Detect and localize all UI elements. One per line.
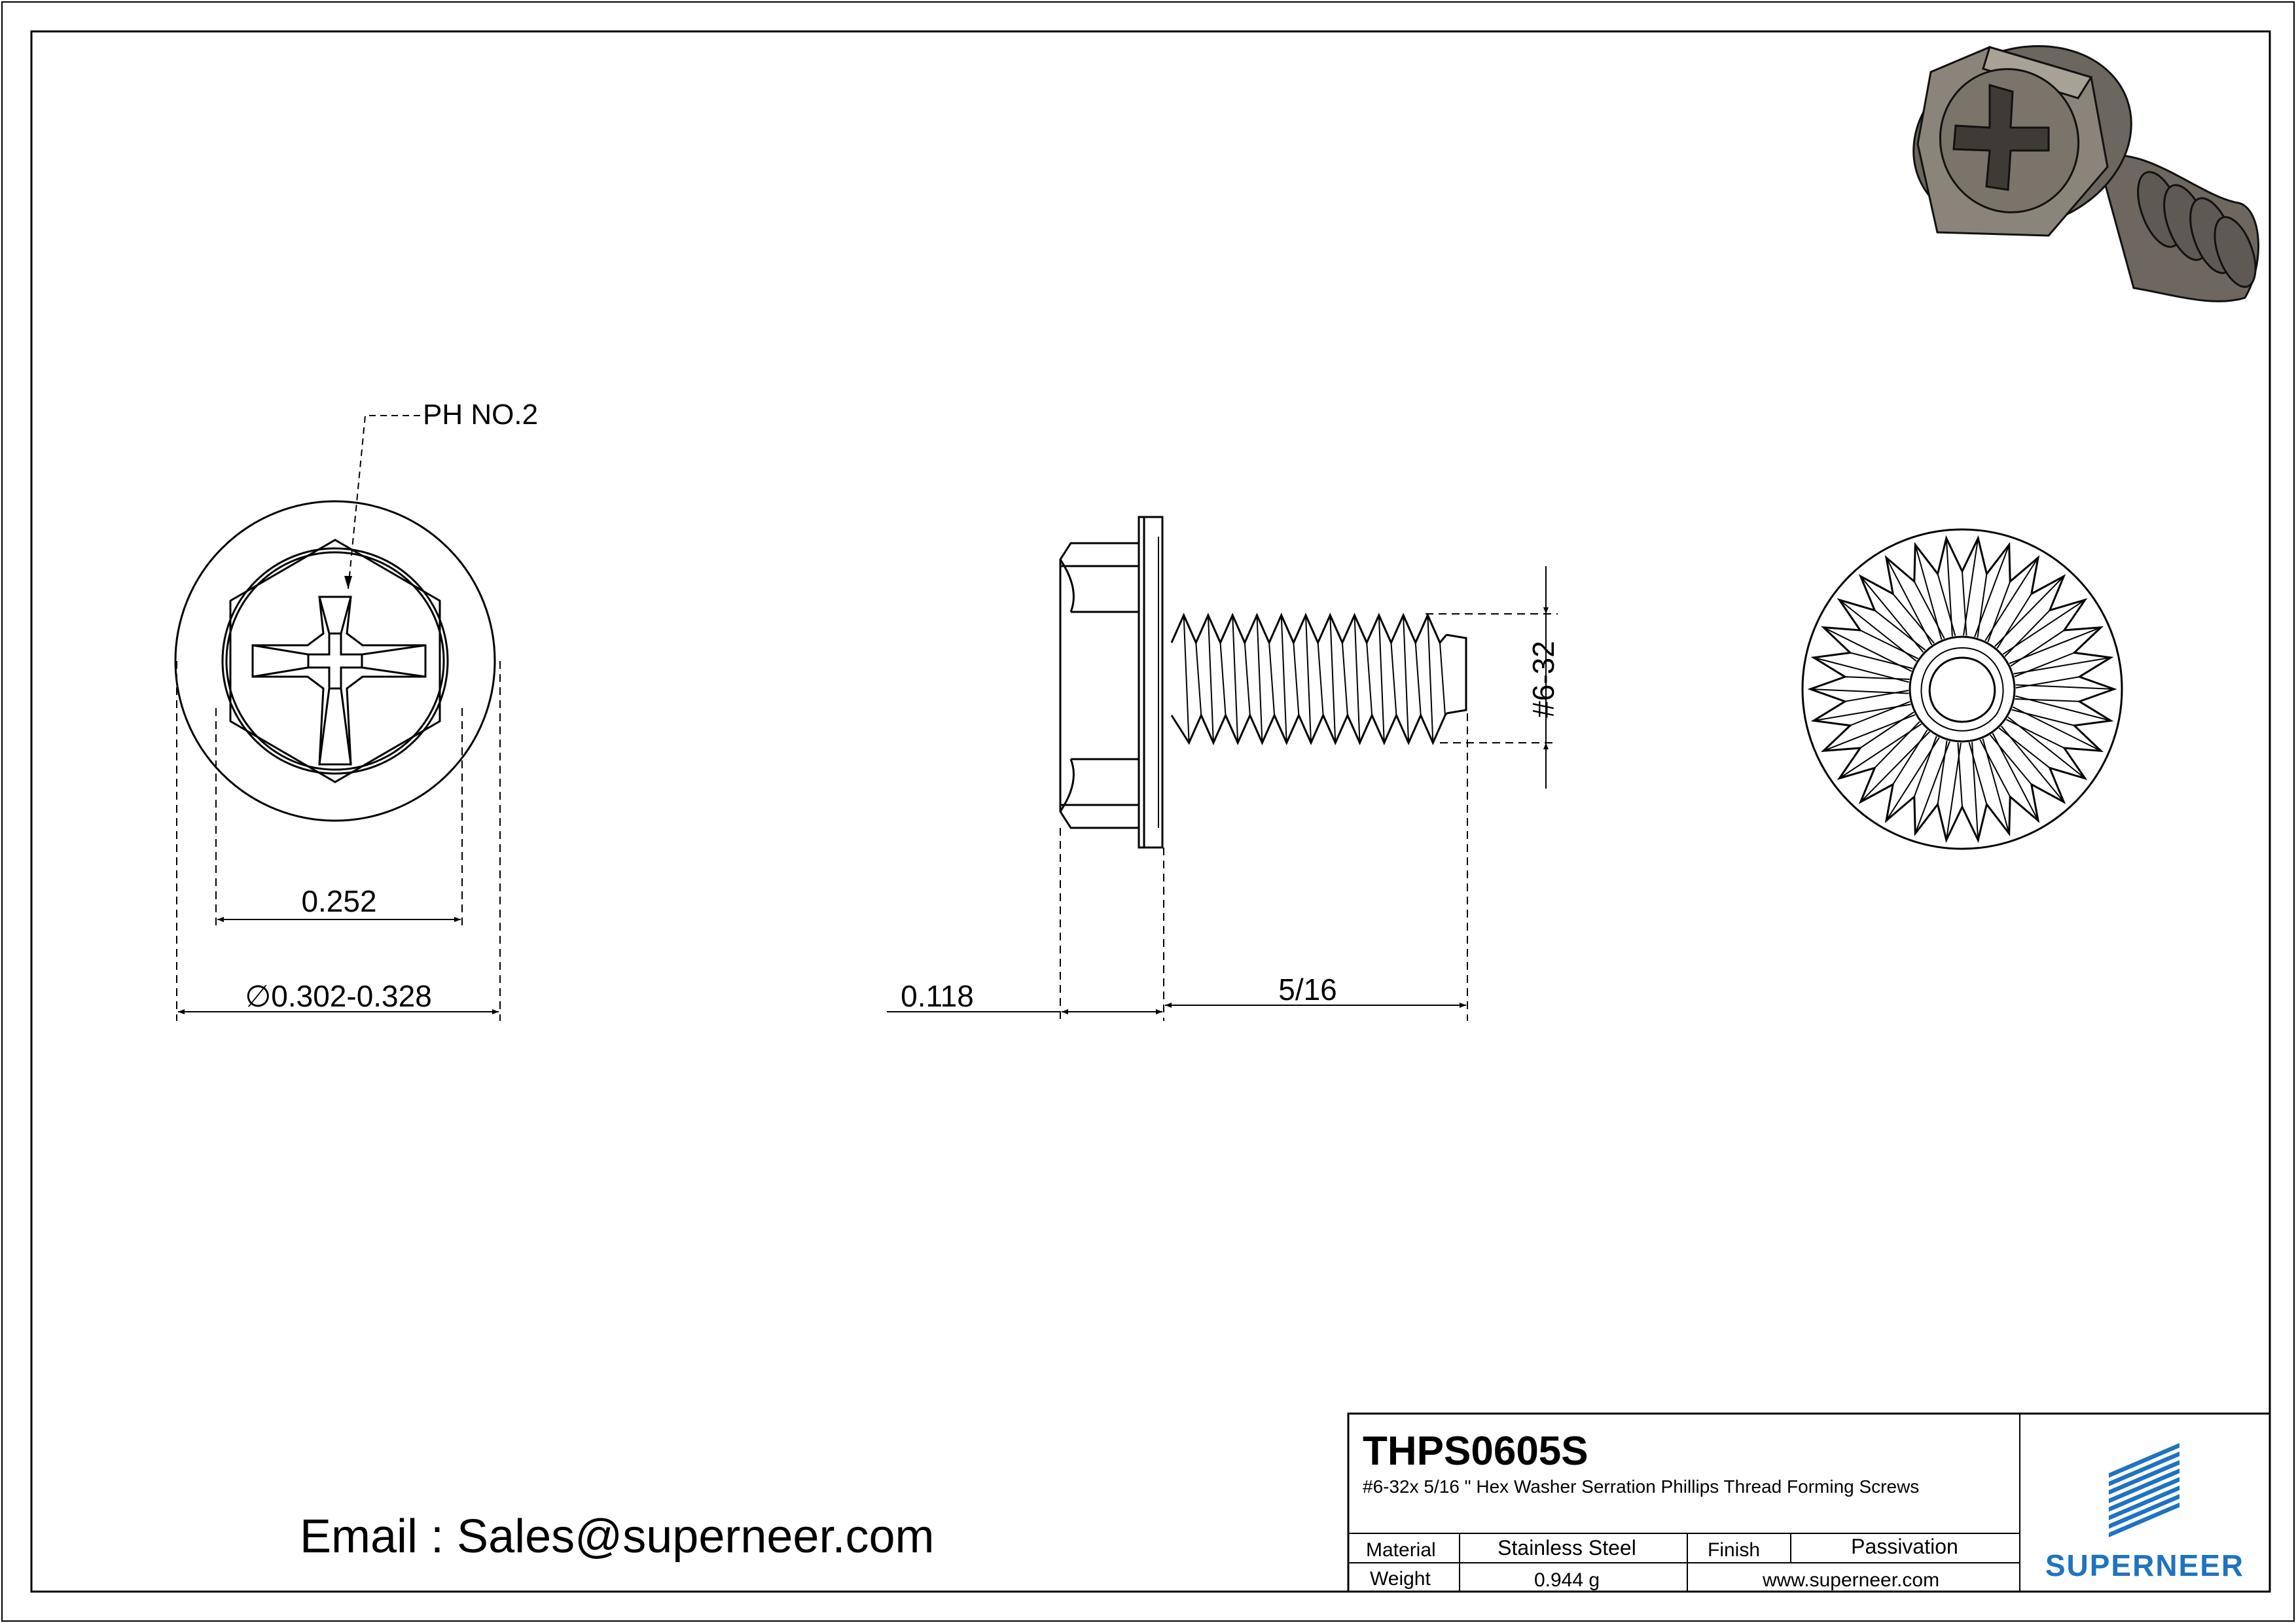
screw-side-view xyxy=(1059,516,1467,849)
svg-text:∅0.302-0.328: ∅0.302-0.328 xyxy=(245,979,432,1013)
head-dome-outline xyxy=(221,547,449,775)
hex-flats-dimension: 0.252 xyxy=(215,708,463,929)
screw-isometric-icon xyxy=(1912,45,2260,302)
washer-outline xyxy=(174,500,496,822)
washer-side xyxy=(1138,516,1164,849)
washer-diameter-value: 0.302-0.328 xyxy=(271,979,432,1013)
washer-bottom-outline xyxy=(1801,528,2123,850)
drawing-frame xyxy=(30,30,2271,1593)
serration-ring xyxy=(1807,535,2117,844)
finish-label: Finish xyxy=(1708,1539,1760,1561)
phillips-recess-inner xyxy=(307,632,363,690)
thread-profile xyxy=(1170,613,1448,645)
weight-label: Weight xyxy=(1370,1568,1431,1590)
washer-diameter-dimension: ∅0.302-0.328 xyxy=(176,661,501,1021)
website-link[interactable]: www.superneer.com xyxy=(1762,1569,1939,1591)
phillips-recess-outline xyxy=(251,596,427,766)
drive-leader: PH NO.2 xyxy=(344,399,538,590)
hex-outline xyxy=(229,539,441,783)
trilobular-section xyxy=(1928,656,1996,723)
part-description: #6-32x 5/16 " Hex Washer Serration Phill… xyxy=(1363,1476,1919,1497)
head-top-view xyxy=(174,500,496,822)
material-label: Material xyxy=(1366,1539,1436,1561)
thread-value: #6-32 xyxy=(1526,641,1560,718)
thread-tip xyxy=(1446,633,1467,715)
part-number: THPS0605S xyxy=(1363,1429,1588,1474)
title-block xyxy=(1347,1412,2271,1593)
shank-outline xyxy=(1909,635,2016,743)
length-value: 5/16 xyxy=(1278,972,1337,1007)
drive-label: PH NO.2 xyxy=(423,399,538,431)
superneer-logo: SUPERNEER xyxy=(2045,1443,2244,1582)
thread-dimension: #6-32 xyxy=(1426,566,1560,789)
head-height-value: 0.118 xyxy=(901,979,974,1013)
length-dimensions: 0.118 5/16 xyxy=(887,713,1468,1021)
finish-value: Passivation xyxy=(1851,1535,1958,1558)
diameter-symbol: ∅ xyxy=(245,979,271,1013)
contact-email: Email : Sales@superneer.com xyxy=(300,1510,935,1563)
head-dome-inner xyxy=(225,551,445,771)
logo-wordmark: SUPERNEER xyxy=(2045,1548,2244,1582)
weight-value: 0.944 g xyxy=(1534,1569,1600,1591)
hex-flats-value: 0.252 xyxy=(301,884,376,918)
washer-bottom-view xyxy=(1801,528,2123,850)
material-value: Stainless Steel xyxy=(1498,1536,1636,1560)
